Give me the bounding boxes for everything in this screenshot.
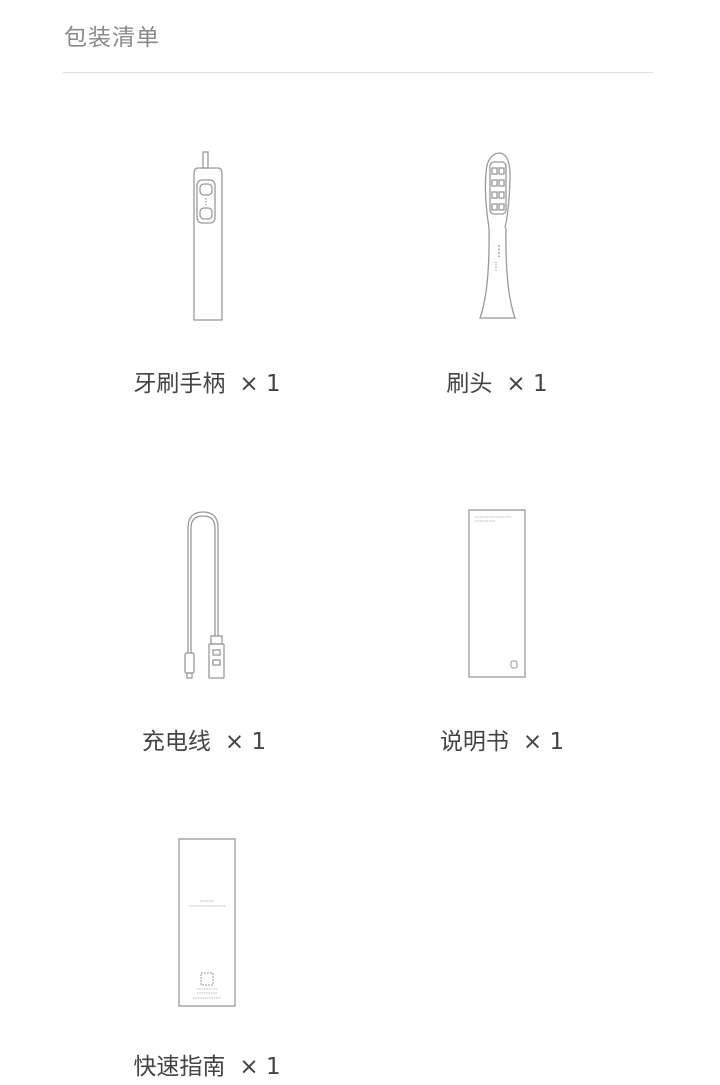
item-qty: × 1 [506,371,548,397]
item-label: 快速指南 × 1 [57,1047,357,1081]
brush-head-icon [479,152,516,319]
item-qty: × 1 [239,1054,281,1080]
page-title: 包装清单 [64,25,160,51]
item-name: 刷头 [446,371,493,397]
item-label: 充电线 × 1 [54,722,354,756]
quick-guide-icon [178,838,236,1007]
item-label: 刷头 × 1 [347,364,647,398]
manual-icon [468,509,526,678]
divider [63,72,653,73]
item-name: 牙刷手柄 [133,371,226,397]
item-qty: × 1 [224,729,267,755]
item-qty: × 1 [522,729,565,755]
item-label: 说明书 × 1 [352,722,652,756]
item-name: 快速指南 [133,1054,226,1080]
item-label: 牙刷手柄 × 1 [57,364,357,398]
charging-cable-icon [184,511,225,679]
item-qty: × 1 [239,371,281,397]
toothbrush-handle-icon [193,151,223,321]
item-name: 充电线 [141,729,211,755]
item-name: 说明书 [439,729,509,755]
